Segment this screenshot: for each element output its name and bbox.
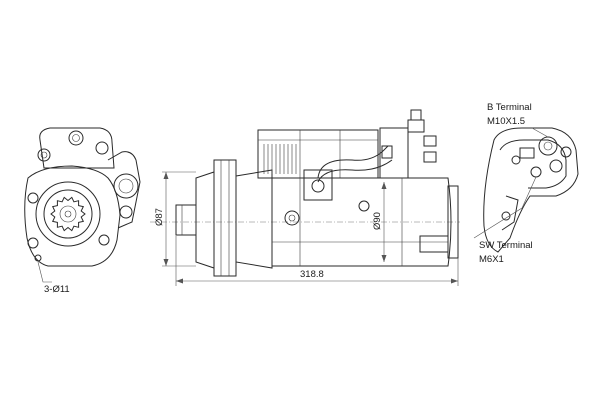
front-boss-right bbox=[95, 141, 109, 155]
front-boss-left-hole bbox=[40, 151, 48, 159]
sw-terminal-title: SW Terminal bbox=[479, 240, 533, 251]
mount-hole-lower-left bbox=[27, 237, 39, 249]
arrow-down bbox=[163, 259, 169, 266]
front-view: 3-Ø11 bbox=[24, 127, 141, 295]
rear-sw-terminal bbox=[530, 166, 542, 178]
motor-yoke bbox=[271, 177, 452, 267]
pinion-hub bbox=[59, 205, 77, 223]
end-cap bbox=[447, 185, 459, 259]
rear-view: B Terminal M10X1.5 SW Terminal M6X1 bbox=[473, 102, 579, 265]
mount-hole-lower-right bbox=[98, 234, 110, 246]
rear-terminal-block bbox=[519, 147, 535, 159]
b-terminal-leader bbox=[531, 127, 549, 138]
front-terminal-housing bbox=[113, 173, 139, 199]
lever-housing bbox=[235, 169, 273, 269]
nose-ring-inner bbox=[43, 189, 93, 239]
pinion-bore bbox=[64, 210, 72, 218]
front-terminal-bracket bbox=[107, 151, 141, 229]
nose-ring-outer bbox=[35, 181, 101, 247]
arrow-left bbox=[176, 278, 183, 284]
arrow-up bbox=[163, 172, 169, 179]
mount-hole-upper-left bbox=[27, 192, 39, 204]
solenoid-cap bbox=[379, 127, 409, 179]
front-boss-top-hole bbox=[72, 134, 80, 142]
lever-pivot bbox=[284, 210, 300, 226]
mount-hole-callout: 3-Ø11 bbox=[44, 284, 70, 295]
body-diameter-label: Ø90 bbox=[372, 212, 383, 230]
sw-terminal-thread: M6X1 bbox=[479, 254, 504, 265]
brush-holder-bolt bbox=[419, 235, 449, 253]
b-terminal-title: B Terminal bbox=[487, 102, 532, 113]
b-terminal-nut bbox=[410, 109, 422, 121]
b-terminal-stud-top bbox=[407, 119, 425, 133]
wire-harness bbox=[317, 145, 389, 179]
nose-housing bbox=[195, 171, 215, 269]
mounting-flange bbox=[24, 165, 121, 267]
terminal-stud-mid bbox=[423, 135, 437, 147]
pilot-diameter-label: Ø87 bbox=[154, 208, 165, 226]
front-boss-left bbox=[37, 148, 51, 162]
arrow-right bbox=[451, 278, 458, 284]
yoke-circle-mark bbox=[358, 200, 370, 212]
sw-terminal-leader bbox=[473, 176, 537, 239]
front-lower-boss bbox=[119, 205, 133, 219]
b-terminal-thread: M10X1.5 bbox=[487, 116, 525, 127]
side-view: Ø87 Ø90 318.8 bbox=[150, 109, 460, 286]
rear-housing-outline bbox=[483, 127, 579, 253]
mount-hole-referenced bbox=[34, 254, 42, 262]
drive-flange bbox=[213, 159, 237, 277]
pinion-gear bbox=[50, 196, 86, 232]
field-terminal-box bbox=[303, 169, 333, 201]
rear-terminal-right bbox=[549, 159, 563, 173]
upper-housing bbox=[39, 127, 115, 169]
terminal-stud-low bbox=[423, 151, 437, 163]
overall-length-label: 318.8 bbox=[300, 269, 324, 280]
wire-clip bbox=[381, 145, 393, 159]
front-boss-top bbox=[68, 130, 84, 146]
pinion-shaft-stub bbox=[175, 204, 197, 236]
solenoid-coil-lines bbox=[263, 144, 297, 174]
front-terminal-housing-inner bbox=[118, 178, 134, 194]
mount-hole-leader bbox=[37, 261, 52, 283]
